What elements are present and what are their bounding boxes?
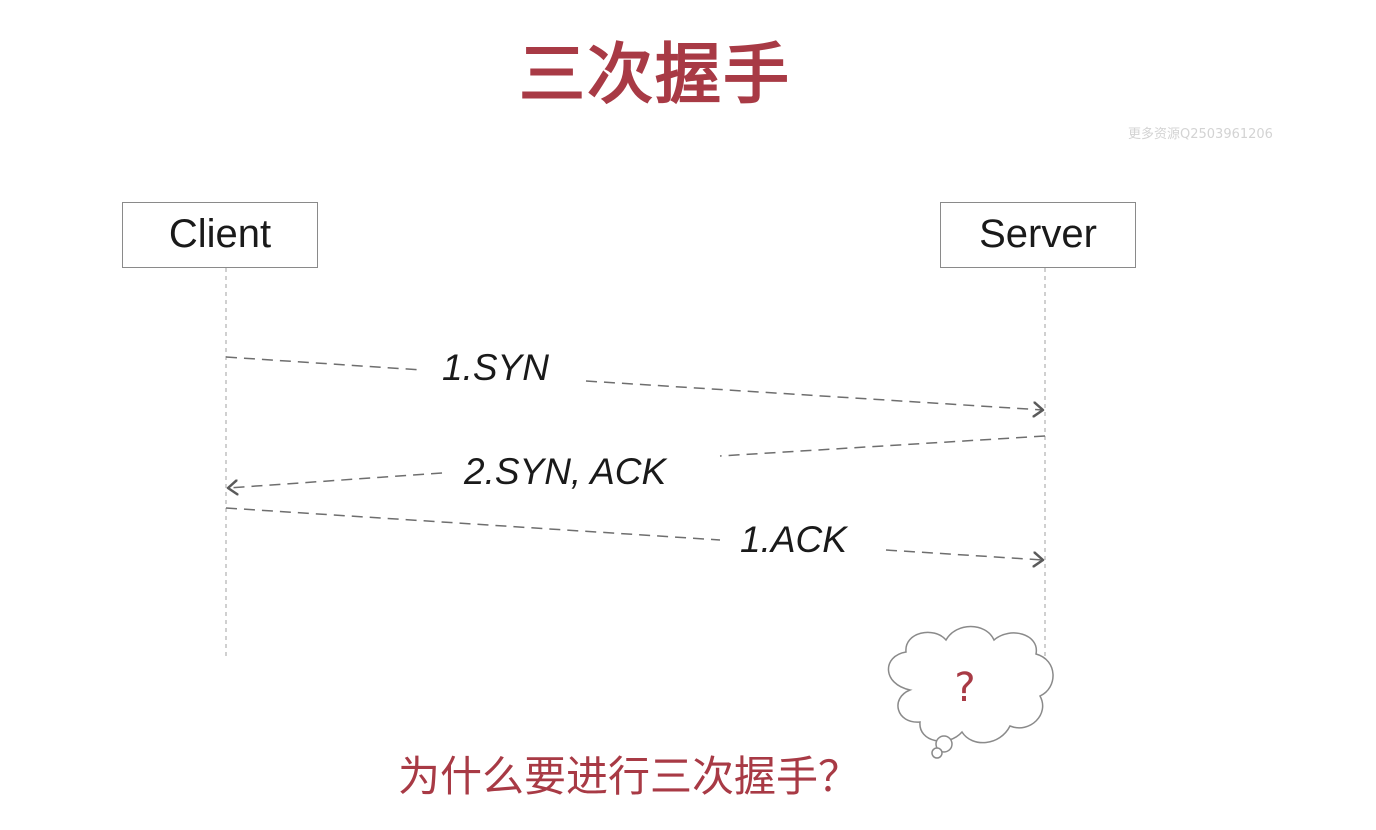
question-text: 为什么要进行三次握手？ — [398, 752, 861, 801]
slide-title: 三次握手 — [519, 36, 791, 113]
client-box: Client — [122, 202, 318, 268]
watermark-text: 更多资源Q2503961206 — [1128, 127, 1273, 142]
message-2-arrow — [228, 435, 1046, 488]
message-3-label: 1.ACK — [740, 519, 847, 560]
message-2-label: 2.SYN, ACK — [464, 451, 667, 492]
thought-cloud-icon — [887, 625, 1054, 759]
message-1-arrow — [225, 356, 1043, 410]
server-box: Server — [940, 202, 1136, 268]
message-3-arrow — [225, 507, 1043, 560]
message-1-label: 1.SYN — [442, 347, 549, 388]
thought-question-mark: ? — [954, 665, 976, 711]
